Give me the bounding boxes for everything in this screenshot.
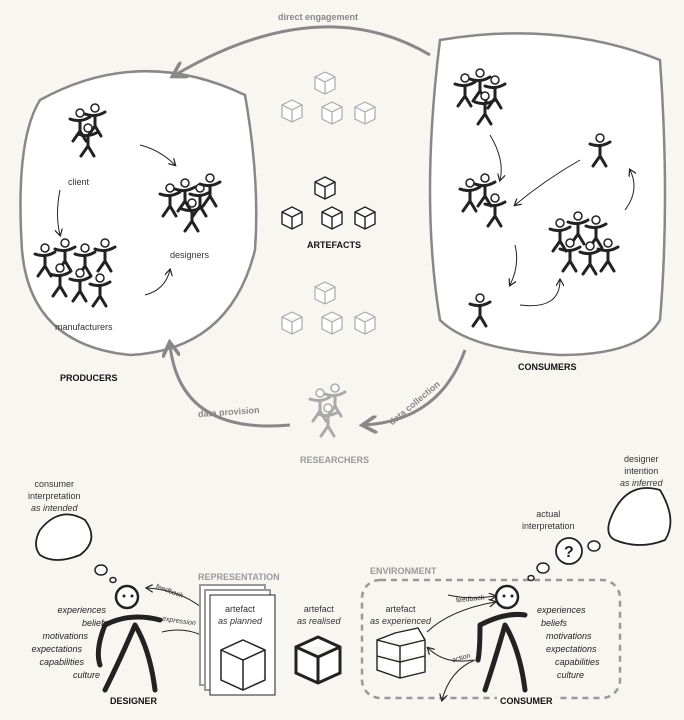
consumer-thought-bubble: [607, 487, 672, 546]
caption-line: artefact: [385, 604, 416, 614]
researchers-group: [308, 382, 347, 438]
consumers-region: [428, 32, 667, 357]
caption-line: interpretation: [28, 491, 81, 501]
caption-line: as realised: [297, 616, 341, 626]
designer-thought-caption: consumer interpretation as intended: [28, 478, 81, 514]
consumer-thought-caption: designer intention as inferred: [620, 453, 663, 489]
svg-text:?: ?: [564, 544, 574, 561]
trait: beliefs: [541, 618, 568, 628]
caption-line: as intended: [31, 503, 78, 513]
trait: expectations: [31, 644, 82, 654]
question-bubble: [555, 537, 583, 565]
data-provision-arrow: [170, 345, 291, 428]
actual-interpretation-caption: actual interpretation: [522, 508, 575, 532]
consumer-title: CONSUMER: [497, 696, 556, 706]
realised-cube: [294, 635, 342, 685]
caption-line: designer: [624, 454, 659, 464]
caption-line: as inferred: [620, 478, 663, 488]
artefacts-faded-top: [281, 71, 376, 125]
artefacts-faded-bottom: [281, 281, 376, 335]
caption-line: consumer: [34, 479, 75, 489]
caption-line: intention: [624, 466, 659, 476]
trait: capabilities: [555, 657, 600, 667]
trait: beliefs: [81, 618, 108, 628]
designer-traits: experiences beliefs motivations expectat…: [30, 604, 108, 682]
planned-caption: artefact as planned: [218, 603, 262, 627]
designers-label: designers: [170, 250, 210, 260]
trait: culture: [557, 670, 585, 680]
artefacts-title: ARTEFACTS: [307, 240, 361, 250]
designer-title: DESIGNER: [110, 696, 158, 706]
artefacts-main: [281, 176, 376, 230]
trait: motivations: [546, 631, 592, 641]
consumers-title: CONSUMERS: [518, 362, 577, 372]
caption-line: interpretation: [522, 521, 575, 531]
direct-engagement-label: direct engagement: [278, 12, 359, 22]
trait: experiences: [537, 605, 586, 615]
data-collection-arrow: [365, 349, 467, 425]
researchers-title: RESEARCHERS: [300, 455, 370, 465]
trait: experiences: [57, 605, 106, 615]
client-label: client: [68, 177, 90, 187]
trait: capabilities: [39, 657, 84, 667]
environment-boundary: [360, 578, 622, 700]
trait: motivations: [42, 631, 88, 641]
caption-line: actual: [536, 509, 561, 519]
producers-title: PRODUCERS: [60, 373, 118, 383]
environment-title: ENVIRONMENT: [370, 566, 437, 576]
direct-engagement-arrow: [175, 25, 431, 75]
planned-cube: [220, 639, 266, 691]
caption-line: as experienced: [370, 616, 432, 626]
producers-region: [19, 69, 258, 357]
consumer-traits: experiences beliefs motivations expectat…: [537, 604, 600, 682]
caption-line: artefact: [225, 604, 256, 614]
experienced-caption: artefact as experienced: [370, 603, 431, 627]
representation-title: REPRESENTATION: [198, 572, 280, 582]
manufacturers-label: manufacturers: [55, 322, 113, 332]
caption-line: artefact: [303, 604, 334, 614]
caption-line: as planned: [218, 616, 263, 626]
designer-figure: [95, 584, 163, 693]
consumer-figure: [475, 584, 528, 693]
trait: expectations: [546, 644, 597, 654]
realised-caption: artefact as realised: [297, 603, 341, 627]
designer-thought-bubble: [35, 513, 93, 561]
trait: culture: [72, 670, 100, 680]
experienced-artefact: [376, 627, 426, 679]
